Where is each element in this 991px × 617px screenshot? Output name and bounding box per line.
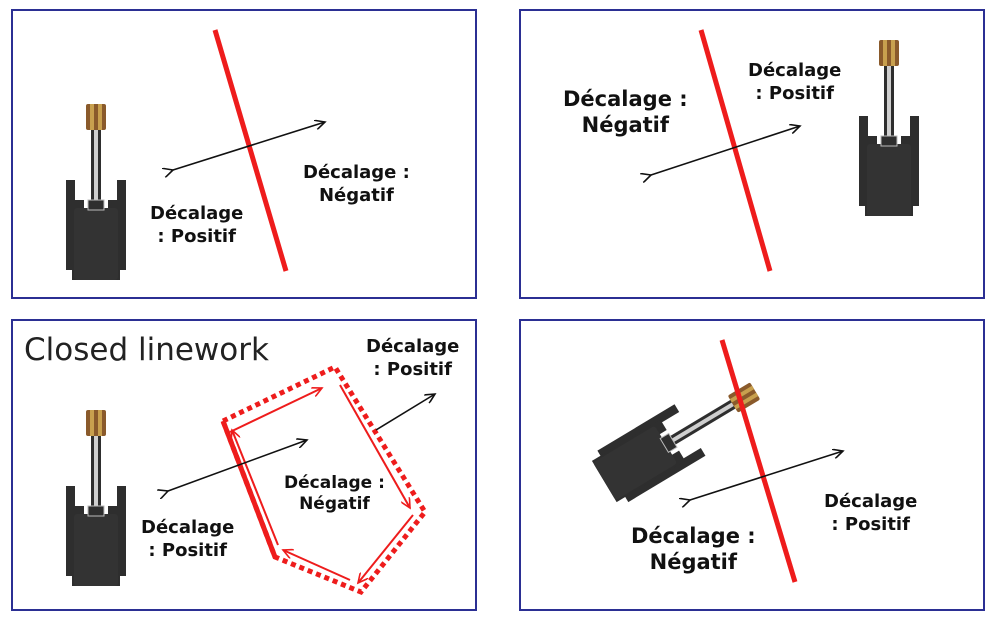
label-line: : Positif	[148, 539, 227, 561]
label-line: : Positif	[755, 82, 834, 104]
panel3-label-negative: Décalage : Négatif	[284, 473, 385, 516]
label-line: Décalage :	[284, 473, 385, 493]
label-line: Négatif	[581, 113, 670, 138]
label-line: Décalage	[748, 60, 842, 81]
panel2-excavator-icon	[858, 39, 920, 217]
label-line: Négatif	[299, 494, 370, 515]
label-line: Négatif	[649, 550, 738, 575]
panel3-double-arrow-icon	[168, 440, 307, 491]
label-line: Décalage	[150, 203, 244, 224]
panel4-label-positive: Décalage : Positif	[824, 491, 917, 536]
panel3-label-positive-right: Décalage : Positif	[366, 336, 459, 381]
panel1-double-arrow-icon	[173, 122, 325, 170]
panel1-label-negative: Décalage : Négatif	[303, 162, 410, 207]
panel1-excavator-icon	[65, 103, 127, 281]
label-line: : Positif	[831, 513, 910, 535]
panel3-excavator-icon	[65, 409, 127, 587]
label-line: Décalage	[824, 491, 918, 512]
panel1-label-positive: Décalage : Positif	[150, 203, 243, 248]
label-line: Décalage :	[303, 162, 410, 183]
panel3-outward-arrow-icon	[375, 394, 435, 431]
label-line: Décalage :	[631, 524, 756, 548]
panel2-label-negative: Décalage : Négatif	[563, 86, 688, 139]
panel2-label-positive: Décalage : Positif	[748, 60, 841, 105]
panel4-excavator-icon	[588, 364, 772, 508]
panel4-label-negative: Décalage : Négatif	[631, 523, 756, 576]
label-line: Décalage	[141, 517, 235, 538]
panel3-title: Closed linework	[24, 332, 269, 368]
label-line: Décalage :	[563, 87, 688, 111]
label-line: Décalage	[366, 336, 460, 357]
label-line: Négatif	[318, 184, 394, 206]
panel4-double-arrow-icon	[690, 451, 843, 500]
label-line: : Positif	[373, 358, 452, 380]
panel2-double-arrow-icon	[651, 126, 800, 175]
label-line: : Positif	[157, 225, 236, 247]
panel3-label-positive-left: Décalage : Positif	[141, 517, 234, 562]
